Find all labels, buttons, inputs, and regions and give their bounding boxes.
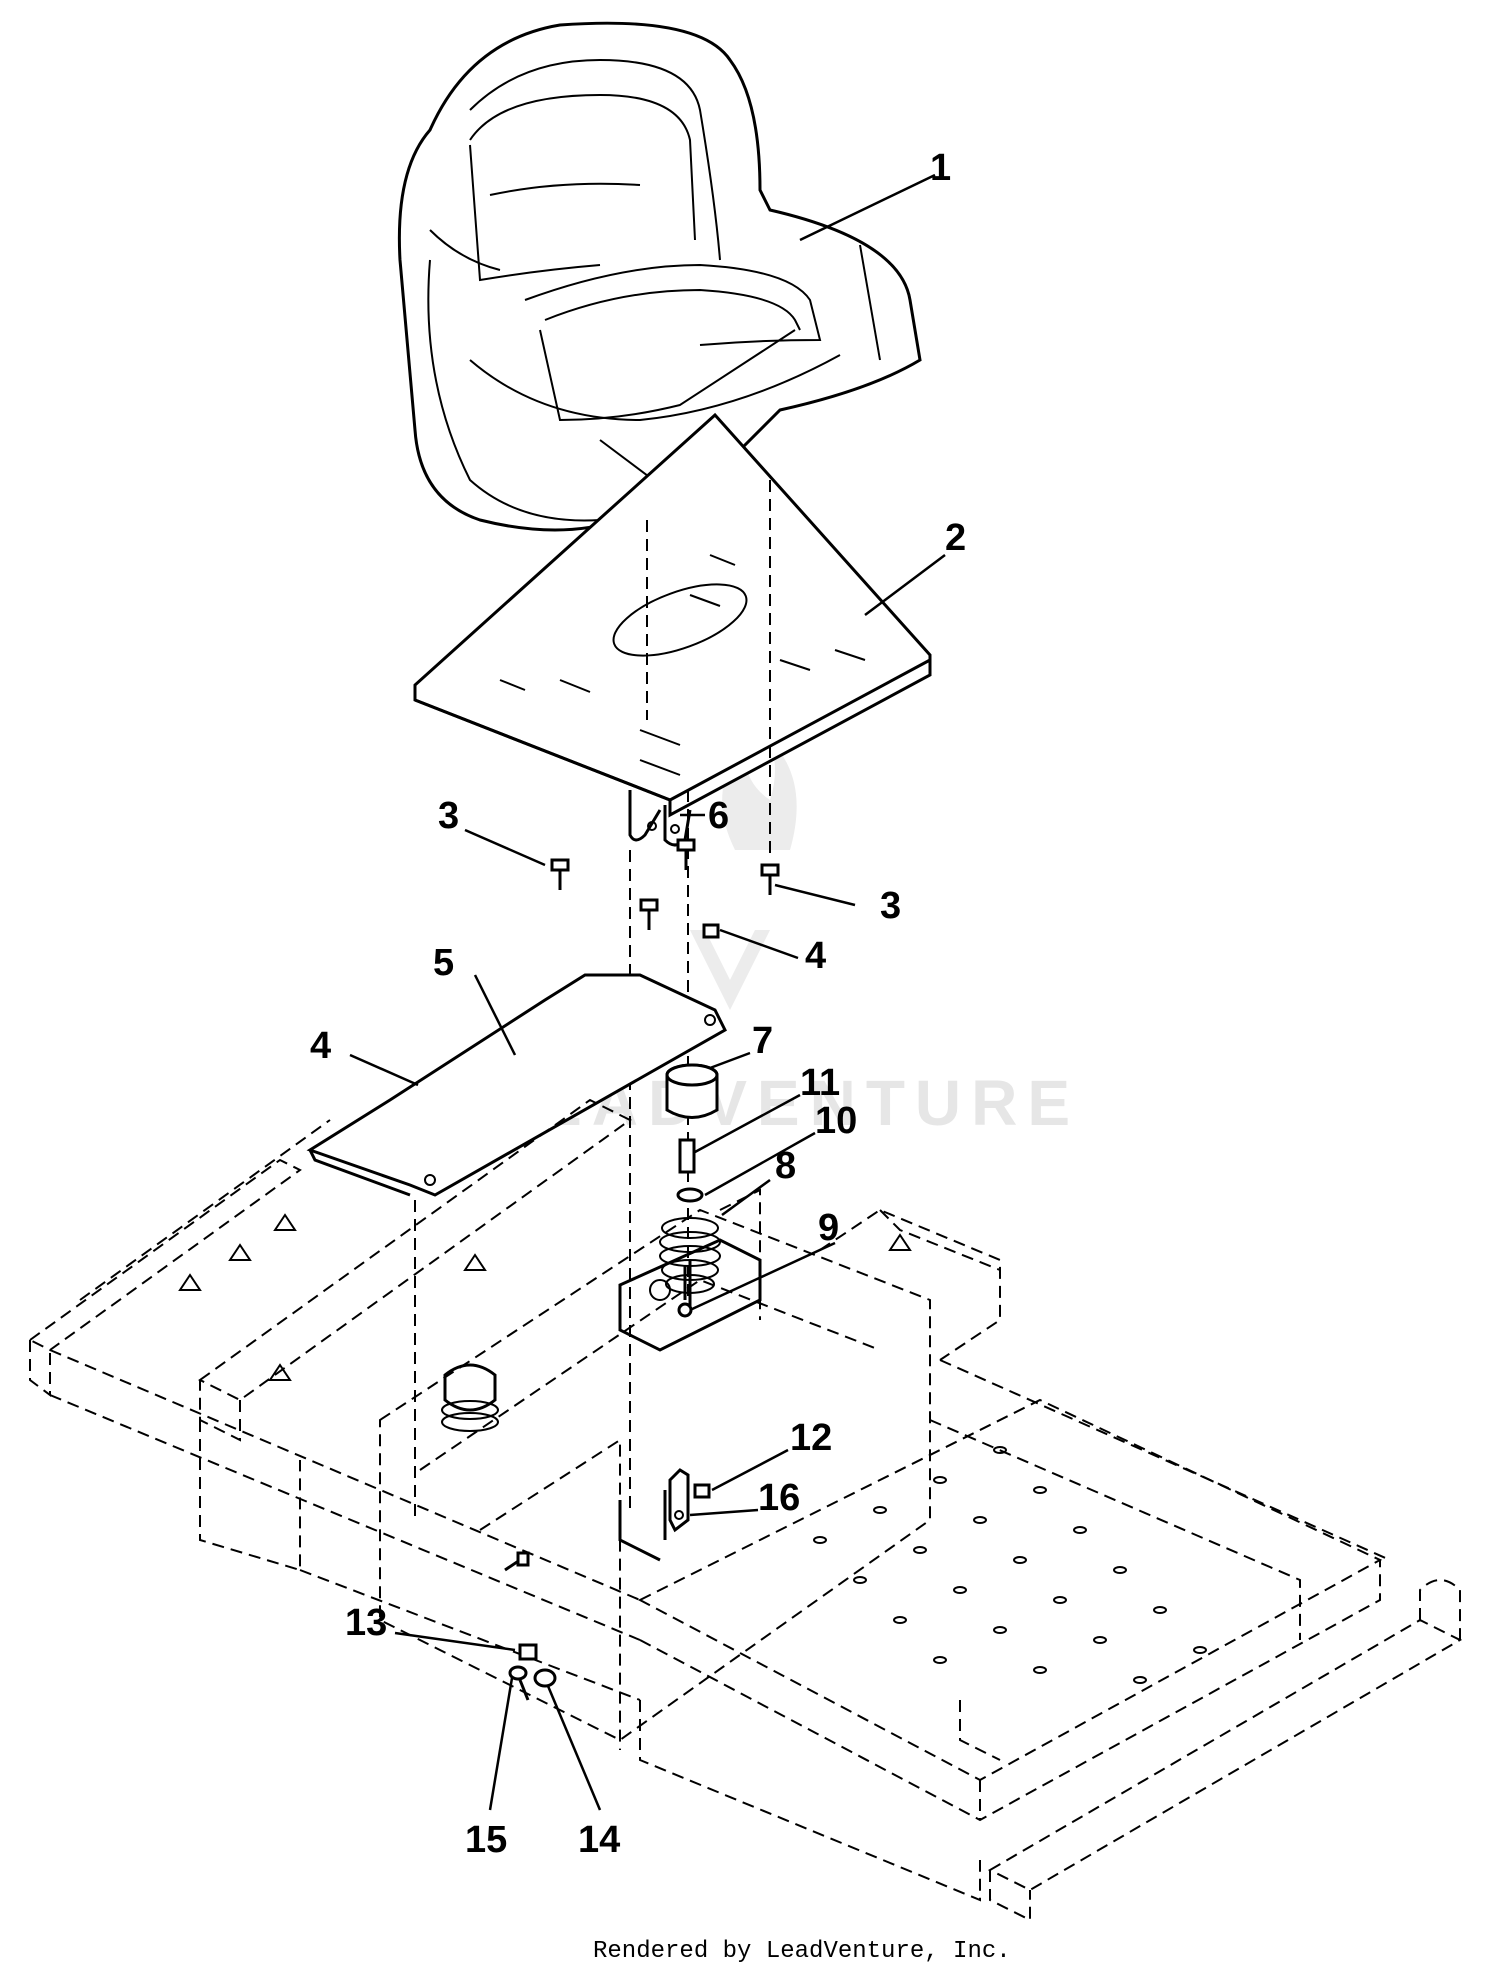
- mower-frame: [28, 1098, 1463, 1922]
- callout-8: 8: [775, 1145, 796, 1187]
- bolt-3-right: [760, 863, 780, 895]
- bracket-part[interactable]: [306, 973, 727, 1197]
- bolt-3-lower: [639, 898, 659, 930]
- callout-9: 9: [818, 1207, 839, 1249]
- stud-left: [504, 1551, 530, 1572]
- callout-14: 14: [578, 1819, 620, 1861]
- spacer-11: [678, 1138, 696, 1174]
- bolt-13: [518, 1643, 538, 1661]
- isolator-parts[interactable]: [441, 1063, 721, 1432]
- callout-13: 13: [345, 1602, 387, 1644]
- bolt-12: [693, 1483, 711, 1499]
- bolt-3-left: [550, 858, 570, 890]
- callout-6: 6: [708, 795, 729, 837]
- callout-4-left: 4: [310, 1025, 331, 1067]
- fastener-parts[interactable]: [504, 1265, 711, 1701]
- callout-10: 10: [815, 1100, 857, 1142]
- washer-14: [533, 1668, 557, 1688]
- callout-3-left: 3: [438, 795, 459, 837]
- seat-plate-part[interactable]: [413, 412, 932, 847]
- plate-16: [668, 1468, 690, 1533]
- washer-10: [676, 1187, 704, 1203]
- callout-5: 5: [433, 942, 454, 984]
- footer-credit: Rendered by LeadVenture, Inc.: [593, 1938, 1011, 1965]
- callout-1: 1: [930, 147, 951, 189]
- callout-2: 2: [945, 517, 966, 559]
- callout-11: 11: [800, 1062, 840, 1104]
- callout-12: 12: [790, 1417, 832, 1459]
- callout-4-upper: 4: [805, 935, 826, 977]
- callout-7: 7: [752, 1020, 773, 1062]
- leader-lines: [349, 173, 946, 1811]
- callout-3-right: 3: [880, 885, 901, 927]
- callout-15: 15: [465, 1819, 507, 1861]
- callout-labels: 1 2 3 3 6 4 5 4 7 11 10 8 9 12 16 13 15 …: [310, 147, 966, 1861]
- isolator-7: [665, 1063, 719, 1119]
- bolt-3-center: [676, 838, 696, 870]
- frame-brackets: [618, 1188, 762, 1562]
- nut-4-upper: [702, 923, 720, 939]
- seat-part[interactable]: [397, 21, 922, 532]
- bolt-15: [508, 1665, 530, 1701]
- callout-16: 16: [758, 1477, 800, 1519]
